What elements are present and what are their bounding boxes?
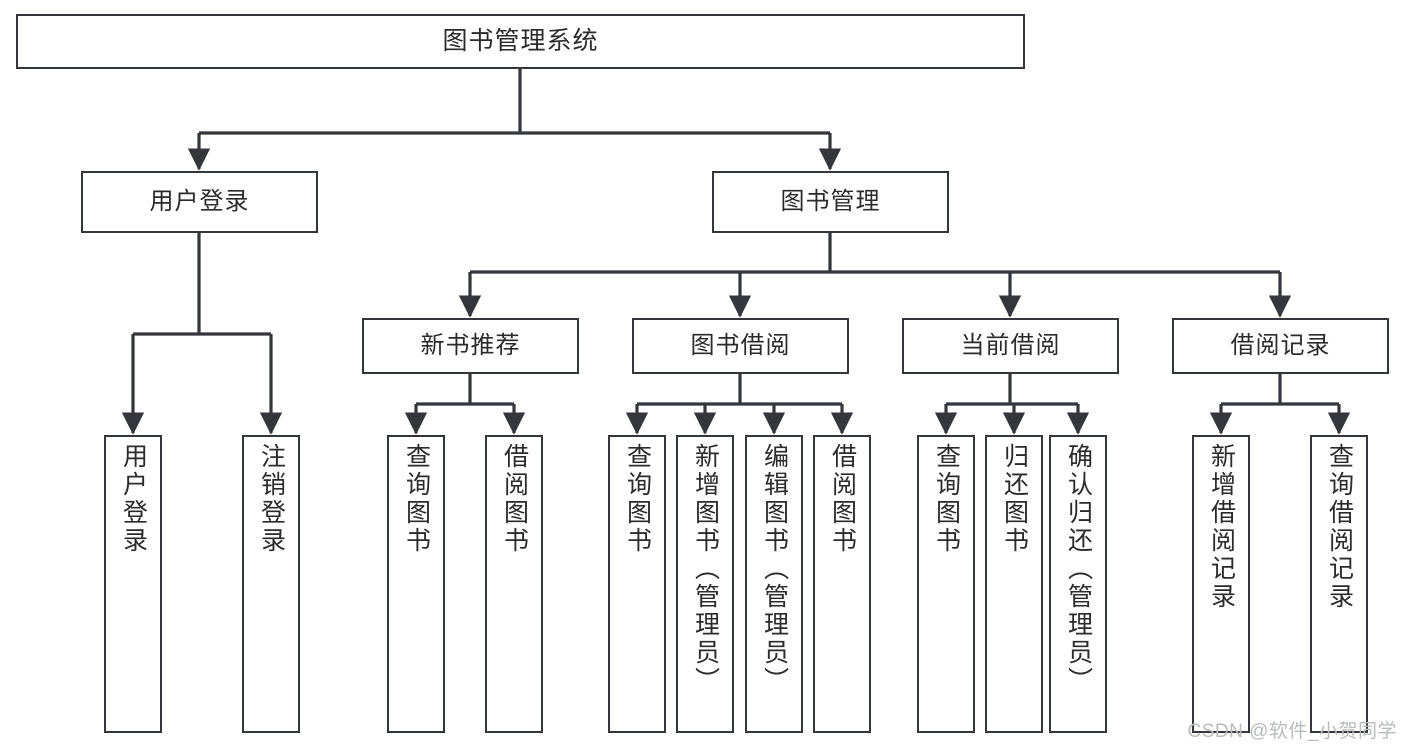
node-label: 图书管理系统: [442, 27, 599, 55]
node-book-management-system[interactable]: 图书管理系统: [16, 14, 1025, 69]
node-borrow-record[interactable]: 借阅记录: [1172, 318, 1389, 374]
node-label: 新增图书（管理员）: [691, 443, 720, 695]
node-label: 注销登录: [257, 443, 286, 555]
watermark: CSDN @软件_小贺同学: [1187, 721, 1397, 742]
node-leaf-query-book-2[interactable]: 查询图书: [608, 435, 666, 733]
node-current-borrow[interactable]: 当前借阅: [902, 318, 1119, 374]
node-leaf-user-login[interactable]: 用户登录: [104, 435, 162, 733]
node-leaf-query-book-3[interactable]: 查询图书: [917, 435, 975, 733]
node-label: 图书借阅: [690, 332, 791, 360]
node-leaf-borrow-book-2[interactable]: 借阅图书: [813, 435, 871, 733]
node-leaf-edit-book-admin[interactable]: 编辑图书（管理员）: [745, 435, 803, 733]
node-label: 借阅图书: [828, 443, 857, 555]
node-label: 查询借阅记录: [1325, 443, 1354, 611]
node-leaf-query-borrow-record[interactable]: 查询借阅记录: [1310, 435, 1368, 733]
node-leaf-query-book-1[interactable]: 查询图书: [387, 435, 445, 733]
node-leaf-add-book-admin[interactable]: 新增图书（管理员）: [676, 435, 734, 733]
node-label: 查询图书: [932, 443, 961, 555]
node-label: 查询图书: [623, 443, 652, 555]
node-label: 用户登录: [149, 188, 250, 216]
node-label: 当前借阅: [960, 332, 1061, 360]
node-leaf-logout[interactable]: 注销登录: [242, 435, 300, 733]
node-label: 归还图书: [1000, 443, 1029, 555]
node-label: 新书推荐: [420, 332, 521, 360]
node-leaf-confirm-return[interactable]: 确认归还（管理员）: [1049, 435, 1107, 733]
node-book-management[interactable]: 图书管理: [712, 171, 949, 233]
node-label: 查询图书: [402, 443, 431, 555]
node-leaf-borrow-book-1[interactable]: 借阅图书: [485, 435, 543, 733]
node-new-book-recommend[interactable]: 新书推荐: [362, 318, 579, 374]
node-user-login[interactable]: 用户登录: [81, 171, 318, 233]
node-label: 编辑图书（管理员）: [760, 443, 789, 695]
node-book-borrow[interactable]: 图书借阅: [632, 318, 849, 374]
node-label: 借阅图书: [500, 443, 529, 555]
node-leaf-return-book[interactable]: 归还图书: [985, 435, 1043, 733]
node-label: 图书管理: [780, 188, 881, 216]
node-label: 用户登录: [119, 443, 148, 555]
node-leaf-add-borrow-record[interactable]: 新增借阅记录: [1192, 435, 1250, 733]
node-label: 借阅记录: [1230, 332, 1331, 360]
node-label: 确认归还（管理员）: [1064, 443, 1093, 695]
node-label: 新增借阅记录: [1207, 443, 1236, 611]
